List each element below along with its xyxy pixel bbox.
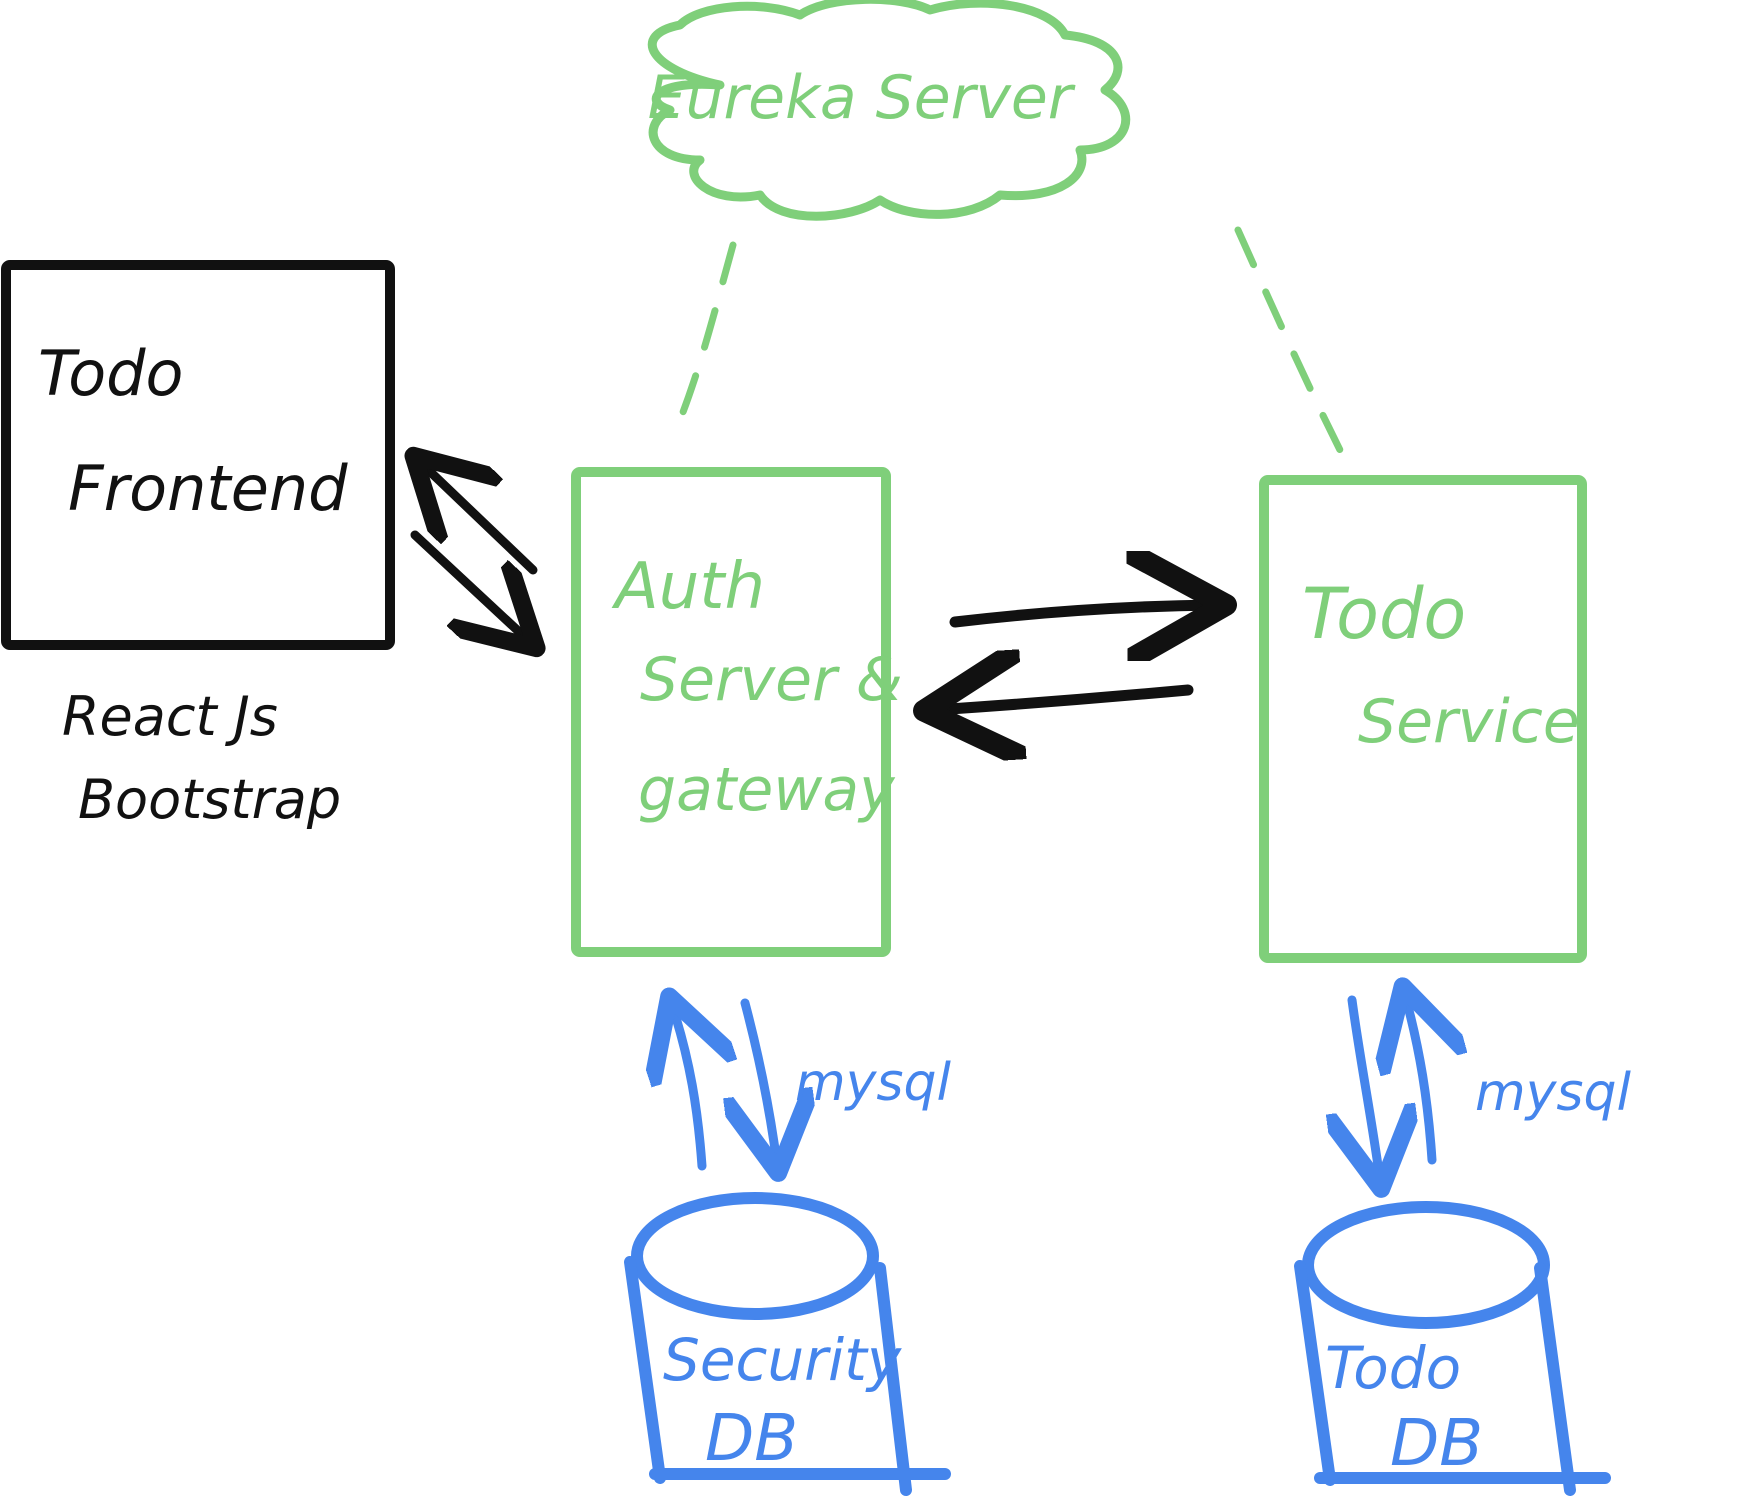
security-db-label-line1: Security <box>663 1326 902 1394</box>
todo-service-to-todo-db-arrow <box>1352 995 1380 1180</box>
todo-service-to-auth-arrow <box>935 690 1194 710</box>
todo-frontend-node: Todo Frontend <box>1 260 395 650</box>
auth-gateway-label-line1: Auth <box>611 550 765 624</box>
security-db-link-label: mysql <box>795 1053 952 1113</box>
todo-db-top <box>1302 1201 1550 1329</box>
frontend-tech-line1: React Js <box>62 685 278 748</box>
todo-db-link-label: mysql <box>1475 1063 1632 1123</box>
eureka-cloud-shape <box>647 0 1131 221</box>
eureka-auth-registration-link <box>674 241 737 429</box>
todo-service-box <box>1259 475 1587 963</box>
eureka-todo-registration-link <box>1234 226 1344 454</box>
todo-db-body <box>1294 1260 1576 1496</box>
auth-to-todo-service-arrow <box>949 605 1215 622</box>
auth-gateway-label-line2: Server & <box>640 645 903 715</box>
security-db-body <box>624 1256 912 1496</box>
todo-service-label-line2: Service <box>1358 687 1580 757</box>
todo-db-node: Todo DB <box>1294 1201 1611 1496</box>
todo-db-label-line2: DB <box>1390 1407 1483 1481</box>
eureka-server-label: Eureka Server <box>648 63 1076 133</box>
todo-service-label-line1: Todo <box>1302 573 1466 655</box>
security-db-label-line2: DB <box>705 1402 798 1476</box>
frontend-title-line1: Todo <box>38 337 183 410</box>
auth-gateway-node: Auth Server & gateway <box>571 467 903 957</box>
eureka-server-node: Eureka Server <box>647 0 1131 221</box>
frontend-box <box>1 260 395 650</box>
auth-to-security-db-arrow <box>745 998 777 1164</box>
todo-service-node: Todo Service <box>1259 475 1587 963</box>
todo-db-label-line1: Todo <box>1325 1334 1461 1402</box>
auth-gateway-label-line3: gateway <box>638 755 896 825</box>
security-db-to-auth-arrow <box>672 1005 702 1171</box>
security-db-top <box>631 1192 879 1320</box>
frontend-to-auth-arrow <box>410 530 530 642</box>
todo-db-to-todo-service-arrow <box>1405 995 1432 1165</box>
security-db-node: Security DB <box>624 1192 951 1496</box>
frontend-tech-line2: Bootstrap <box>78 768 341 831</box>
auth-to-frontend-arrow <box>420 462 538 575</box>
frontend-title-line2: Frontend <box>68 452 348 525</box>
auth-gateway-box <box>571 467 891 957</box>
